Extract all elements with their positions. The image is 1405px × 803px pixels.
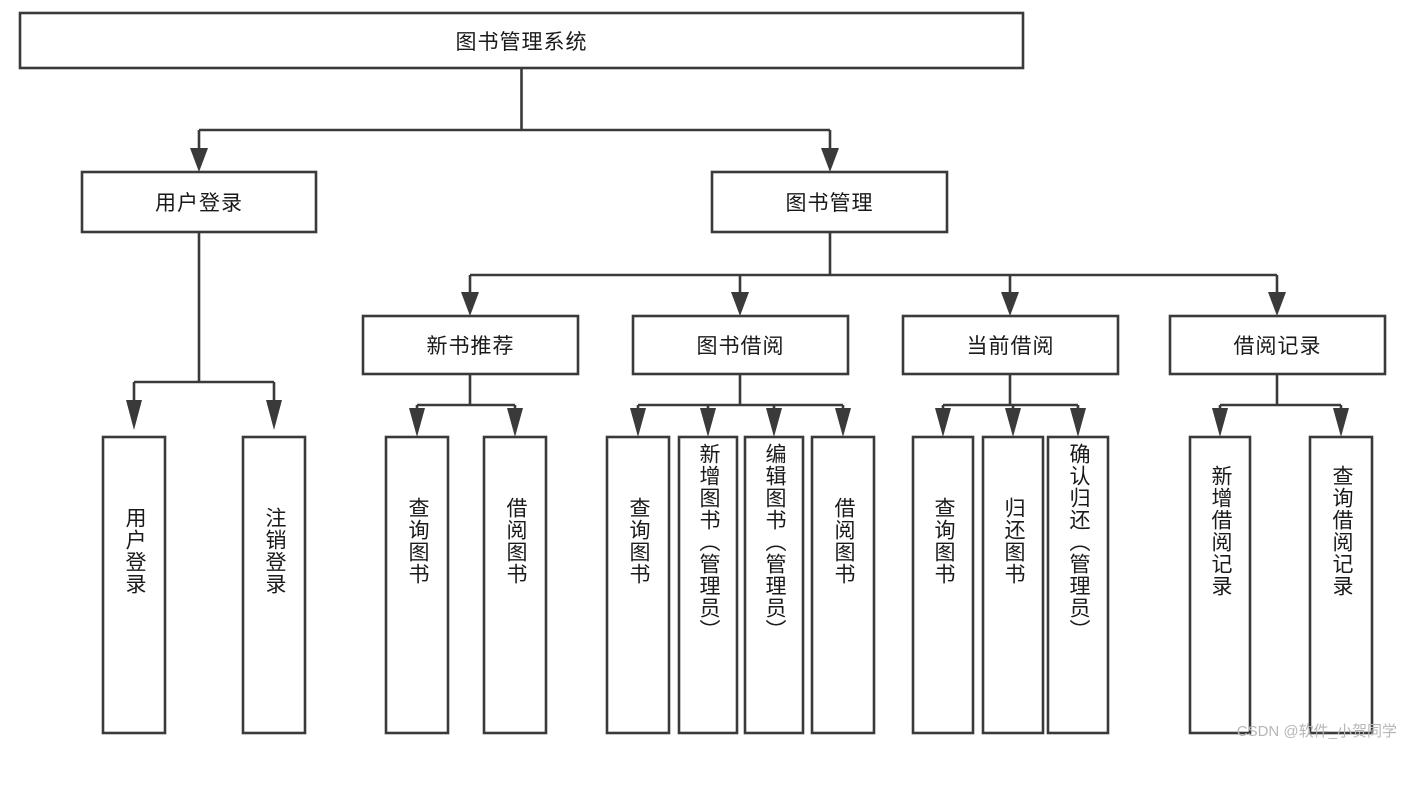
arrow-head-leaf-logout [266,400,282,430]
node-box-leaf-user-login[interactable] [101,435,167,735]
arrow-head-currentborrow-leaf-3 [1070,408,1086,437]
hierarchy-diagram-svg [18,11,1387,735]
arrow-head-bookborrow-leaf-3 [766,408,782,437]
connector-group-userlogin-to-leaves [126,232,282,430]
node-box-leaf-query-borrow-record[interactable] [1308,435,1374,735]
arrow-head-currentborrow-leaf-2 [1005,408,1021,437]
node-box-leaf-borrow-book-1[interactable] [482,435,548,735]
node-box-leaf-query-book-2[interactable] [605,435,671,735]
node-box-book-borrow[interactable] [631,314,850,376]
arrow-head-book-mgmt [821,148,839,172]
arrow-head-leaf-user-login [126,400,142,430]
arrow-head-user-login [190,148,208,172]
diagram-canvas-root: 图书管理系统 用户登录 图书管理 新书推荐 图书借阅 当前借阅 借阅记录 用户登… [18,11,1397,740]
connector-group-borrowrecord-to-leaves [1212,374,1349,437]
arrow-head-currentborrow-leaf-1 [935,408,951,437]
node-box-book-management[interactable] [710,170,949,234]
node-box-leaf-edit-book-admin[interactable] [743,435,805,735]
arrow-head-book-borrow [731,292,749,316]
connector-group-bookmgmt-to-level2 [461,232,1286,316]
node-box-leaf-return-book[interactable] [981,435,1045,735]
node-box-leaf-query-book-3[interactable] [911,435,975,735]
arrow-head-current-borrow [1001,292,1019,316]
arrow-head-borrow-record [1268,292,1286,316]
node-box-current-borrow[interactable] [901,314,1120,376]
connector-group-root-to-level1 [190,68,839,172]
arrow-head-bookborrow-leaf-4 [835,408,851,437]
connector-group-newbook-to-leaves [409,374,523,437]
node-box-user-login[interactable] [80,170,318,234]
connector-group-currentborrow-to-leaves [935,374,1086,437]
arrow-head-borrowrecord-leaf-2 [1333,408,1349,437]
arrow-head-bookborrow-leaf-1 [630,408,646,437]
arrow-head-bookborrow-leaf-2 [700,408,716,437]
node-box-leaf-add-borrow-record[interactable] [1188,435,1252,735]
arrow-head-borrowrecord-leaf-1 [1212,408,1228,437]
node-box-leaf-confirm-return-admin[interactable] [1046,435,1110,735]
node-box-leaf-logout[interactable] [241,435,307,735]
connector-group-bookborrow-to-leaves [630,374,851,437]
node-box-root[interactable] [18,11,1025,70]
node-box-leaf-add-book-admin[interactable] [677,435,739,735]
node-box-leaf-borrow-book-2[interactable] [810,435,876,735]
arrow-head-new-book-rec [461,292,479,316]
node-box-borrow-record[interactable] [1168,314,1387,376]
node-box-new-book-recommend[interactable] [361,314,580,376]
arrow-head-newbook-leaf-1 [409,408,425,437]
node-box-leaf-query-book-1[interactable] [384,435,450,735]
arrow-head-newbook-leaf-2 [507,408,523,437]
